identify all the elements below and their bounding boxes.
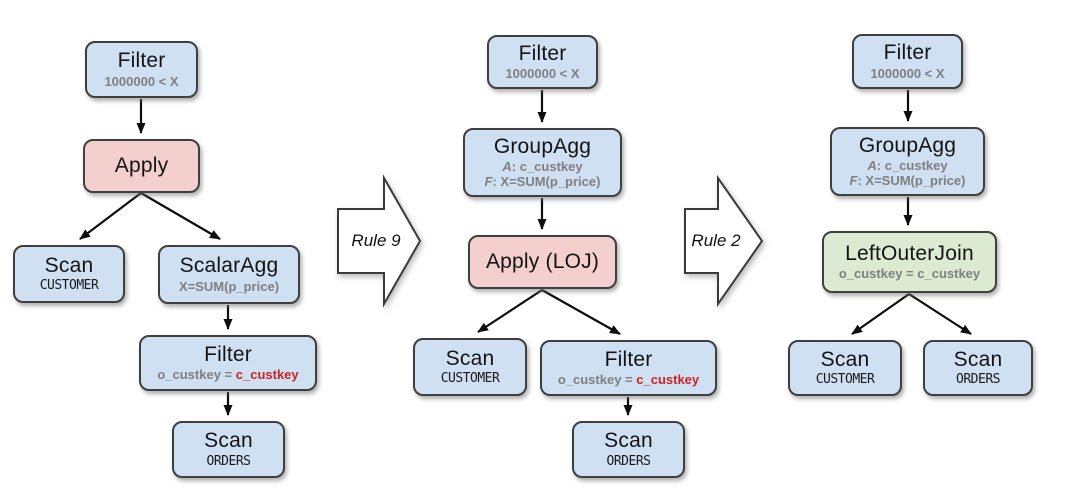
predicate-left: o_custkey = (557, 372, 637, 388)
node-title: GroupAgg (858, 133, 957, 157)
node-subtitle: X=SUM(p_price) (178, 278, 280, 294)
edge (541, 289, 621, 335)
node-filter-top-3: Filter 1000000 < X (852, 34, 963, 89)
node-predicate: o_custkey = c_custkey (157, 367, 299, 383)
node-leftouterjoin: LeftOuterJoin o_custkey = c_custkey (822, 231, 997, 293)
edge (140, 192, 221, 240)
node-filter-join-1: Filter o_custkey = c_custkey (139, 335, 317, 391)
predicate-highlight: c_custkey (636, 372, 700, 388)
node-title: Apply (LOJ) (485, 249, 600, 273)
node-table-name: ORDERS (606, 453, 651, 469)
node-title: Scan (953, 347, 1003, 371)
node-title: Scan (44, 253, 94, 277)
node-title: Filter (883, 41, 932, 65)
node-title: Scan (445, 346, 495, 370)
agg-rest: : c_custkey (511, 159, 583, 175)
rule-9-label: Rule 9 (351, 231, 401, 250)
node-groupagg-3: GroupAgg A: c_custkey F: X=SUM(p_price) (830, 127, 985, 196)
node-scan-customer-2: Scan CUSTOMER (413, 338, 527, 396)
node-title: LeftOuterJoin (845, 241, 974, 265)
agg-prefix: A (867, 158, 877, 174)
rule-2-label: Rule 2 (691, 231, 741, 250)
node-agg-line2: F: X=SUM(p_price) (484, 174, 601, 190)
node-title: Filter (117, 49, 166, 73)
predicate-highlight: c_custkey (235, 367, 299, 383)
node-subtitle: 1000000 < X (104, 73, 179, 89)
node-title: Filter (604, 347, 653, 371)
node-title: Filter (518, 41, 567, 65)
node-subtitle: o_custkey = c_custkey (838, 266, 981, 282)
node-subtitle: 1000000 < X (505, 66, 580, 82)
node-agg-line1: A: c_custkey (502, 159, 583, 175)
node-apply: Apply (83, 139, 200, 193)
edge (477, 289, 543, 333)
edge (908, 293, 972, 335)
node-apply-loj: Apply (LOJ) (468, 235, 617, 289)
node-title: Scan (204, 429, 253, 453)
agg-prefix: A (502, 159, 512, 175)
agg-prefix: F (849, 173, 858, 189)
node-table-name: CUSTOMER (39, 278, 99, 294)
node-filter-top-2: Filter 1000000 < X (487, 35, 598, 89)
node-title: ScalarAgg (179, 254, 279, 278)
node-title: Apply (114, 153, 169, 177)
node-scan-orders-2: Scan ORDERS (572, 421, 685, 478)
predicate-left: o_custkey = (157, 367, 236, 383)
node-filter-top-1: Filter 1000000 < X (85, 41, 198, 98)
edge (851, 293, 910, 335)
agg-rest: : X=SUM(p_price) (492, 174, 601, 190)
rule-2-arrow-shape (684, 174, 764, 308)
agg-rest: : c_custkey (876, 158, 948, 174)
node-scan-customer-3: Scan CUSTOMER (788, 340, 902, 396)
node-title: Scan (820, 347, 870, 371)
node-agg-line2: F: X=SUM(p_price) (849, 173, 966, 189)
node-title: GroupAgg (493, 134, 592, 158)
node-table-name: ORDERS (206, 453, 251, 469)
agg-prefix: F (484, 174, 493, 190)
node-scalaragg: ScalarAgg X=SUM(p_price) (158, 245, 300, 304)
node-agg-line1: A: c_custkey (867, 158, 948, 174)
agg-rest: : X=SUM(p_price) (857, 173, 966, 189)
node-scan-orders-1: Scan ORDERS (172, 421, 285, 478)
node-groupagg-2: GroupAgg A: c_custkey F: X=SUM(p_price) (463, 128, 622, 197)
node-table-name: CUSTOMER (440, 371, 500, 387)
node-title: Scan (604, 429, 653, 453)
node-table-name: ORDERS (956, 372, 1000, 388)
rule-9-arrow-shape (337, 174, 422, 308)
node-filter-join-2: Filter o_custkey = c_custkey (540, 340, 717, 396)
node-scan-orders-3: Scan ORDERS (923, 340, 1033, 396)
node-title: Filter (204, 342, 252, 366)
edge (79, 192, 142, 240)
node-subtitle: 1000000 < X (870, 65, 945, 81)
node-predicate: o_custkey = c_custkey (557, 372, 700, 388)
node-table-name: CUSTOMER (815, 372, 875, 388)
node-scan-customer-1: Scan CUSTOMER (13, 245, 125, 303)
